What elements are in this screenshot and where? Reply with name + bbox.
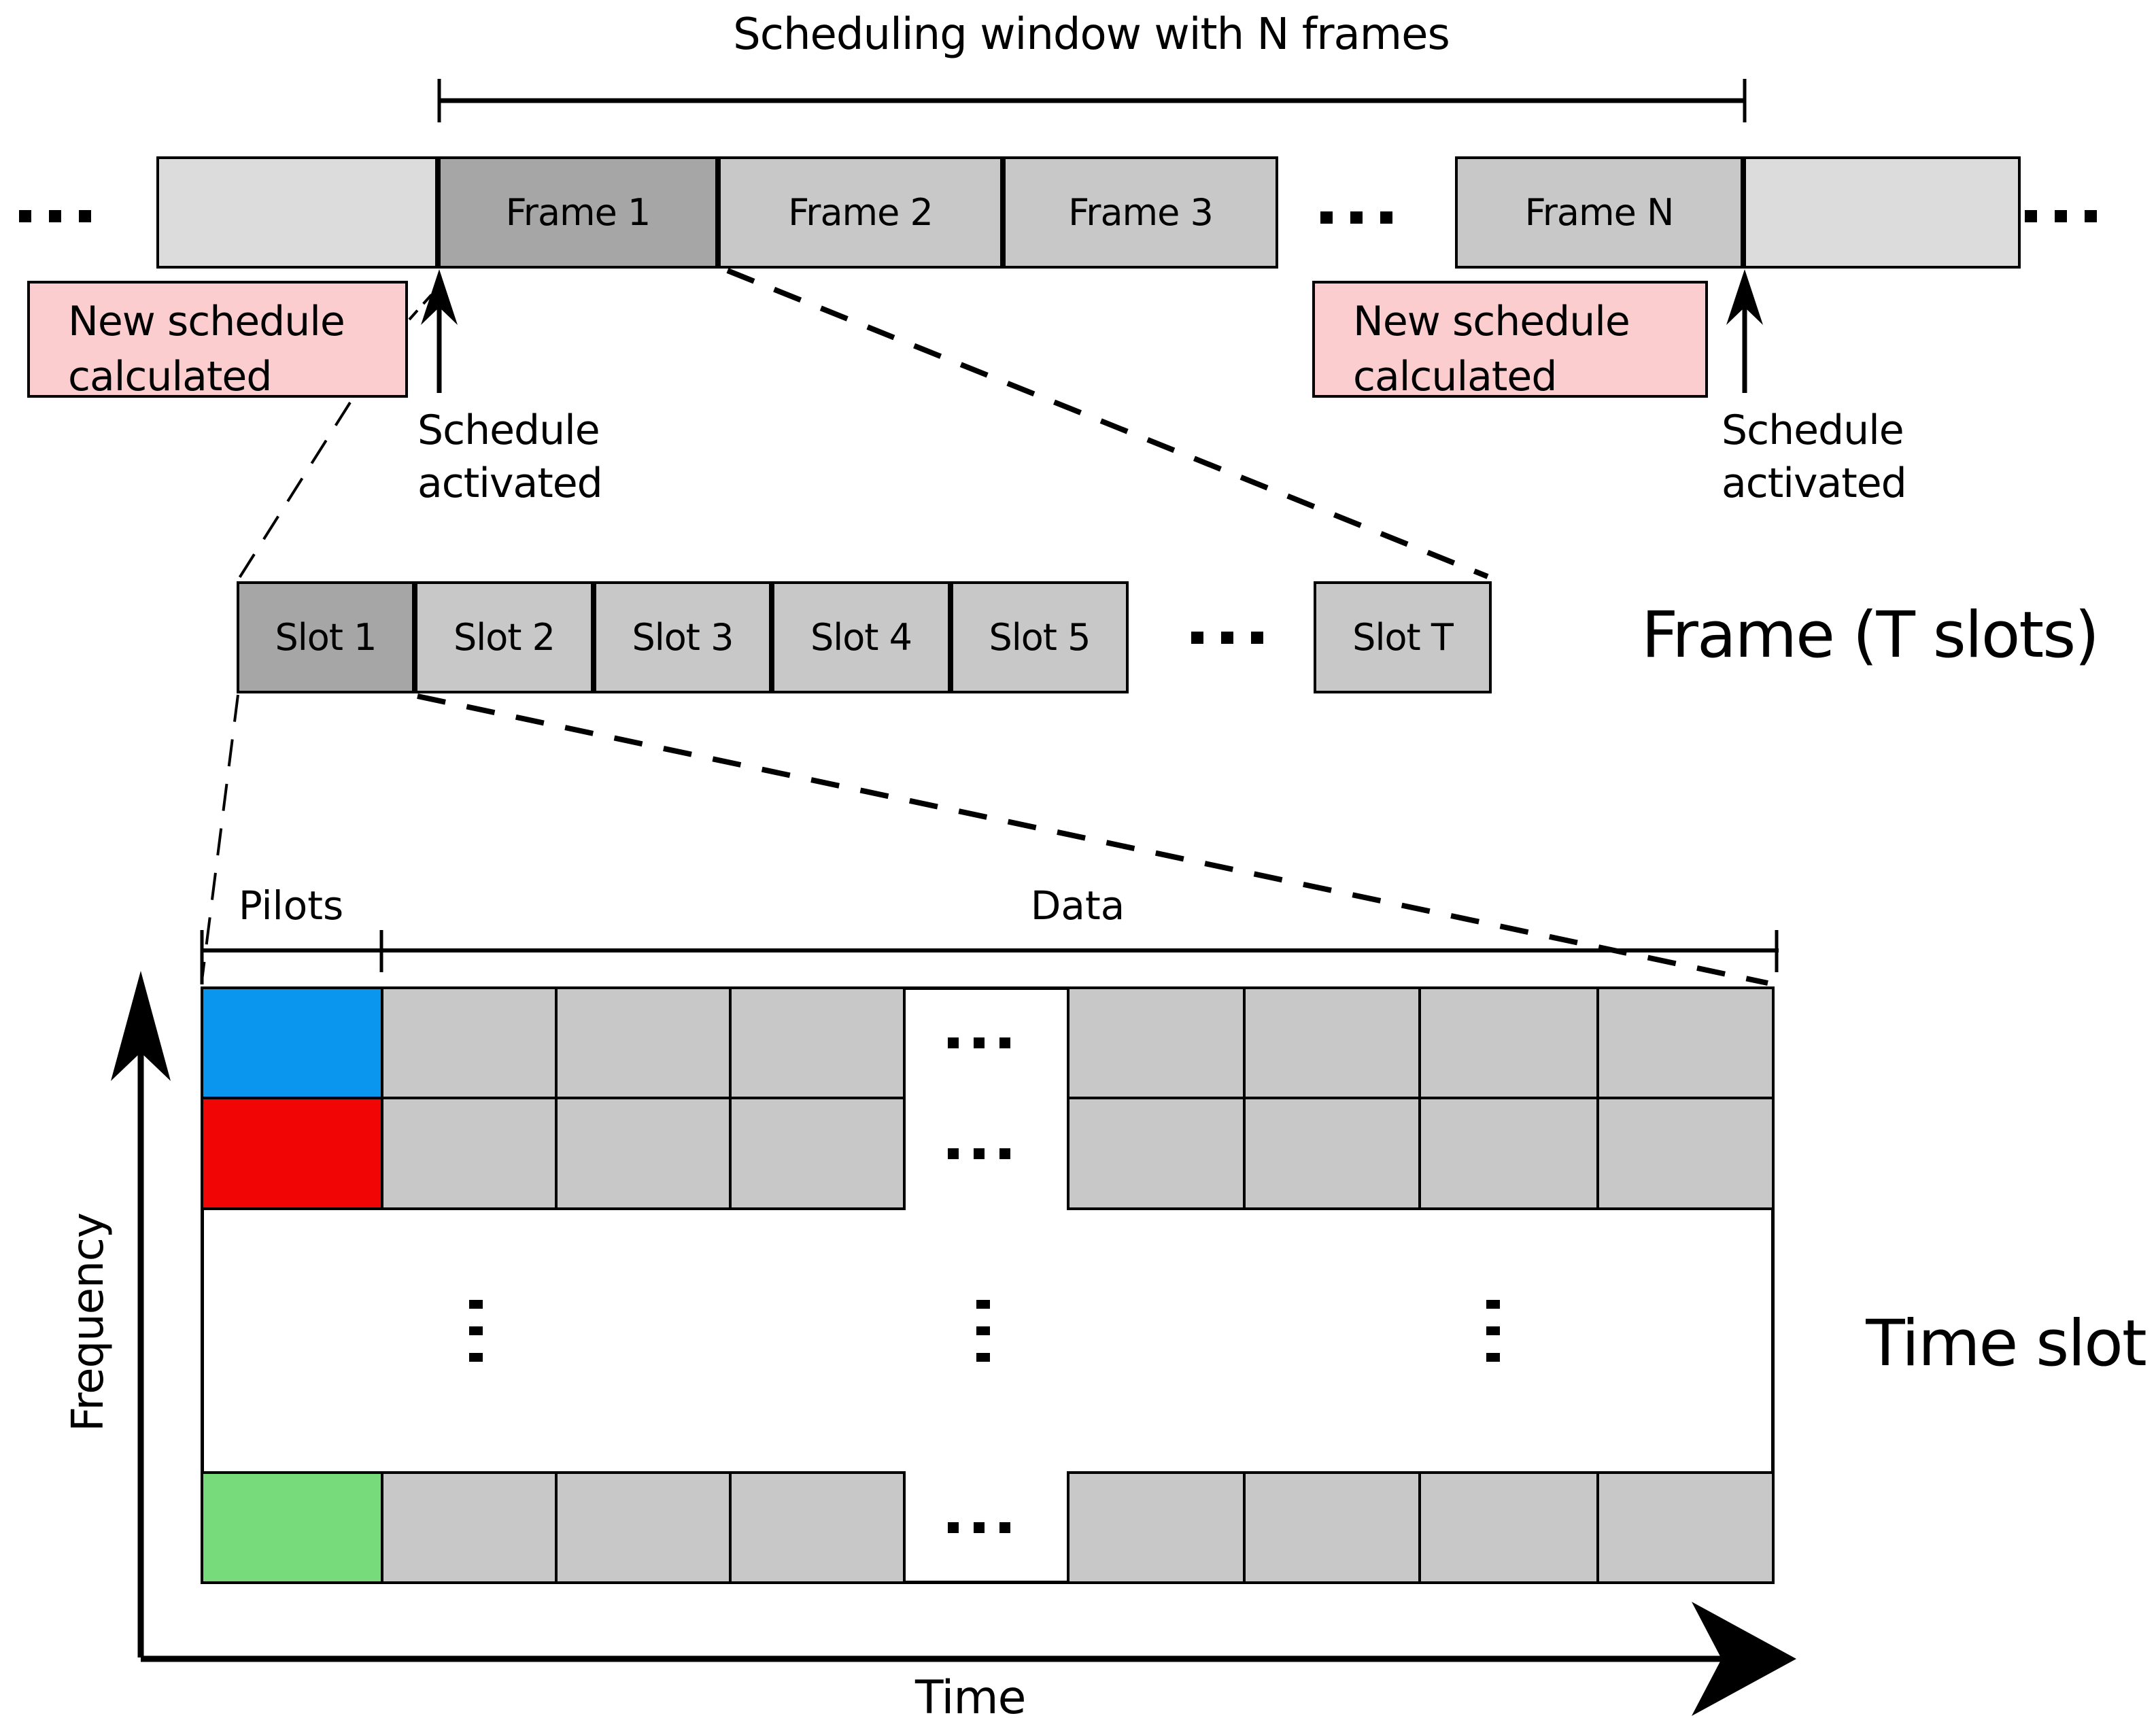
slot-t-label: Slot T (1352, 616, 1454, 659)
slot-4-label: Slot 4 (810, 616, 912, 659)
slot-5-box: Slot 5 (951, 581, 1129, 693)
frequency-axis-arrowhead (111, 971, 171, 1081)
data-cell (555, 1097, 732, 1210)
slot-1-box: Slot 1 (237, 581, 415, 693)
data-cell (1243, 1471, 1421, 1584)
note-pointer-dashed-line (408, 286, 439, 321)
frame-t-slots-caption: Frame (T slots) (1641, 598, 2100, 672)
zoom-connector-slot-left (201, 694, 239, 981)
frame-2-box: Frame 2 (718, 156, 1003, 269)
data-cell (1418, 986, 1599, 1099)
arrowhead-up-left (421, 269, 458, 325)
ellipsis-dots (1320, 211, 1392, 224)
data-cell (555, 986, 732, 1099)
data-cell (381, 1471, 558, 1584)
pilot-cell-blue (201, 986, 383, 1099)
vertical-ellipsis-dots (976, 1300, 990, 1362)
pilot-cell-green (201, 1471, 383, 1584)
frame-1-label: Frame 1 (505, 191, 651, 234)
data-label: Data (1030, 882, 1125, 929)
new-schedule-note-left: New schedule calculated (27, 281, 408, 400)
vertical-ellipsis-dots (1486, 1300, 1500, 1362)
data-cell (1596, 1097, 1775, 1210)
frame-n-label: Frame N (1524, 191, 1675, 234)
ellipsis-dots (948, 1522, 1010, 1533)
frequency-axis-label: Frequency (63, 1213, 114, 1432)
data-cell (1596, 1471, 1775, 1584)
pilot-cell-red (201, 1097, 383, 1210)
slot-5-label: Slot 5 (989, 616, 1091, 659)
slot-1-label: Slot 1 (275, 616, 377, 659)
slot-3-label: Slot 3 (632, 616, 734, 659)
data-cell (381, 986, 558, 1099)
frame-1-box: Frame 1 (438, 156, 718, 269)
ellipsis-dots (2025, 210, 2097, 222)
data-cell (1067, 1471, 1246, 1584)
pilots-label: Pilots (238, 882, 344, 929)
frame-partial-left (156, 156, 438, 269)
slot-t-box: Slot T (1314, 581, 1492, 693)
frame-2-label: Frame 2 (788, 191, 934, 234)
data-cell (1243, 1097, 1421, 1210)
data-cell (729, 1097, 906, 1210)
data-cell (729, 1471, 906, 1584)
scheduling-window-title: Scheduling window with N frames (733, 10, 1450, 60)
time-axis-arrowhead (1692, 1602, 1796, 1716)
data-cell (1418, 1097, 1599, 1210)
slot-2-box: Slot 2 (415, 581, 594, 693)
data-cell (1067, 986, 1246, 1099)
vertical-ellipsis-dots (469, 1300, 483, 1362)
zoom-connector-frame-left (238, 401, 352, 579)
frame-n-box: Frame N (1455, 156, 1743, 269)
data-cell (1418, 1471, 1599, 1584)
data-cell (1596, 986, 1775, 1099)
data-cell (555, 1471, 732, 1584)
slot-4-box: Slot 4 (772, 581, 951, 693)
ellipsis-dots (1191, 632, 1263, 644)
slot-2-label: Slot 2 (453, 616, 555, 659)
time-slot-caption: Time slot (1866, 1307, 2146, 1381)
slot-3-box: Slot 3 (594, 581, 772, 693)
time-axis-label: Time (915, 1671, 1026, 1718)
data-cell (1243, 986, 1421, 1099)
new-schedule-note-right: New schedule calculated (1312, 281, 1708, 400)
ellipsis-dots (19, 210, 91, 222)
data-cell (381, 1097, 558, 1210)
ellipsis-dots (948, 1037, 1010, 1048)
resource-grid-outline (201, 986, 1775, 1584)
data-cell (729, 986, 906, 1099)
arrowhead-up-right (1726, 269, 1763, 325)
frame-3-label: Frame 3 (1068, 191, 1214, 234)
frame-partial-right (1743, 156, 2021, 269)
ellipsis-dots (948, 1148, 1010, 1159)
frame-3-box: Frame 3 (1003, 156, 1278, 269)
zoom-connector-slot-right (417, 693, 1768, 986)
schedule-activated-label-left: Schedule activated (417, 407, 612, 507)
schedule-activated-label-right: Schedule activated (1722, 407, 1916, 507)
data-cell (1067, 1097, 1246, 1210)
